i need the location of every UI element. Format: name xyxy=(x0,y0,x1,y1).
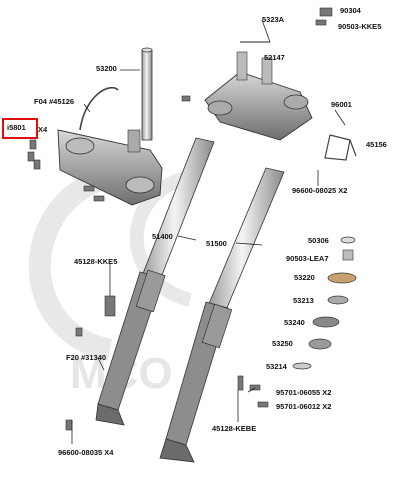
label-96600-08035: 96600-08035 X4 xyxy=(58,448,114,457)
label-x4-top: X4 xyxy=(38,125,48,134)
label-95701-06055: 95701-06055 X2 xyxy=(276,388,332,397)
label-95701-06012: 95701-06012 X2 xyxy=(276,402,332,411)
leader-lines xyxy=(71,19,346,444)
right-fork-leg xyxy=(159,167,285,463)
label-f20-31340: F20 #31340 xyxy=(66,353,107,362)
label-51500: 51500 xyxy=(206,239,227,248)
label-5801: i5801 xyxy=(7,123,26,132)
label-45128-kke5: 45128-KKE5 xyxy=(74,257,118,266)
label-53250: 53250 xyxy=(272,339,293,348)
upper-triple-clamp xyxy=(204,51,313,141)
label-90304: 90304 xyxy=(340,6,361,15)
highlight-box xyxy=(2,118,38,139)
steering-stem xyxy=(141,47,153,141)
label-52147: 52147 xyxy=(264,53,285,62)
label-96001: 96001 xyxy=(331,100,352,109)
label-f04-45126: F04 #45126 xyxy=(34,97,75,106)
label-45156: 45156 xyxy=(366,140,387,149)
label-53220: 53220 xyxy=(294,273,315,282)
label-53240: 53240 xyxy=(284,318,305,327)
wire-clip xyxy=(324,134,357,161)
label-50306: 50306 xyxy=(308,236,329,245)
label-45128-kebe: 45128-KEBE xyxy=(212,424,257,433)
label-53213: 53213 xyxy=(293,296,314,305)
label-90503-lea7: 90503-LEA7 xyxy=(286,254,329,263)
left-fork-leg xyxy=(95,137,215,426)
bolts xyxy=(27,7,333,431)
label-96600-08025: 96600-08025 X2 xyxy=(292,186,348,195)
bearing-stack xyxy=(292,236,357,370)
label-90503-kke5: 90503-KKE5 xyxy=(338,22,382,31)
label-5323a: 5323A xyxy=(262,15,285,24)
lower-triple-clamp xyxy=(57,129,163,206)
brake-hose xyxy=(79,86,119,131)
label-51400: 51400 xyxy=(152,232,173,241)
label-53200: 53200 xyxy=(96,64,117,73)
label-53214: 53214 xyxy=(266,362,287,371)
